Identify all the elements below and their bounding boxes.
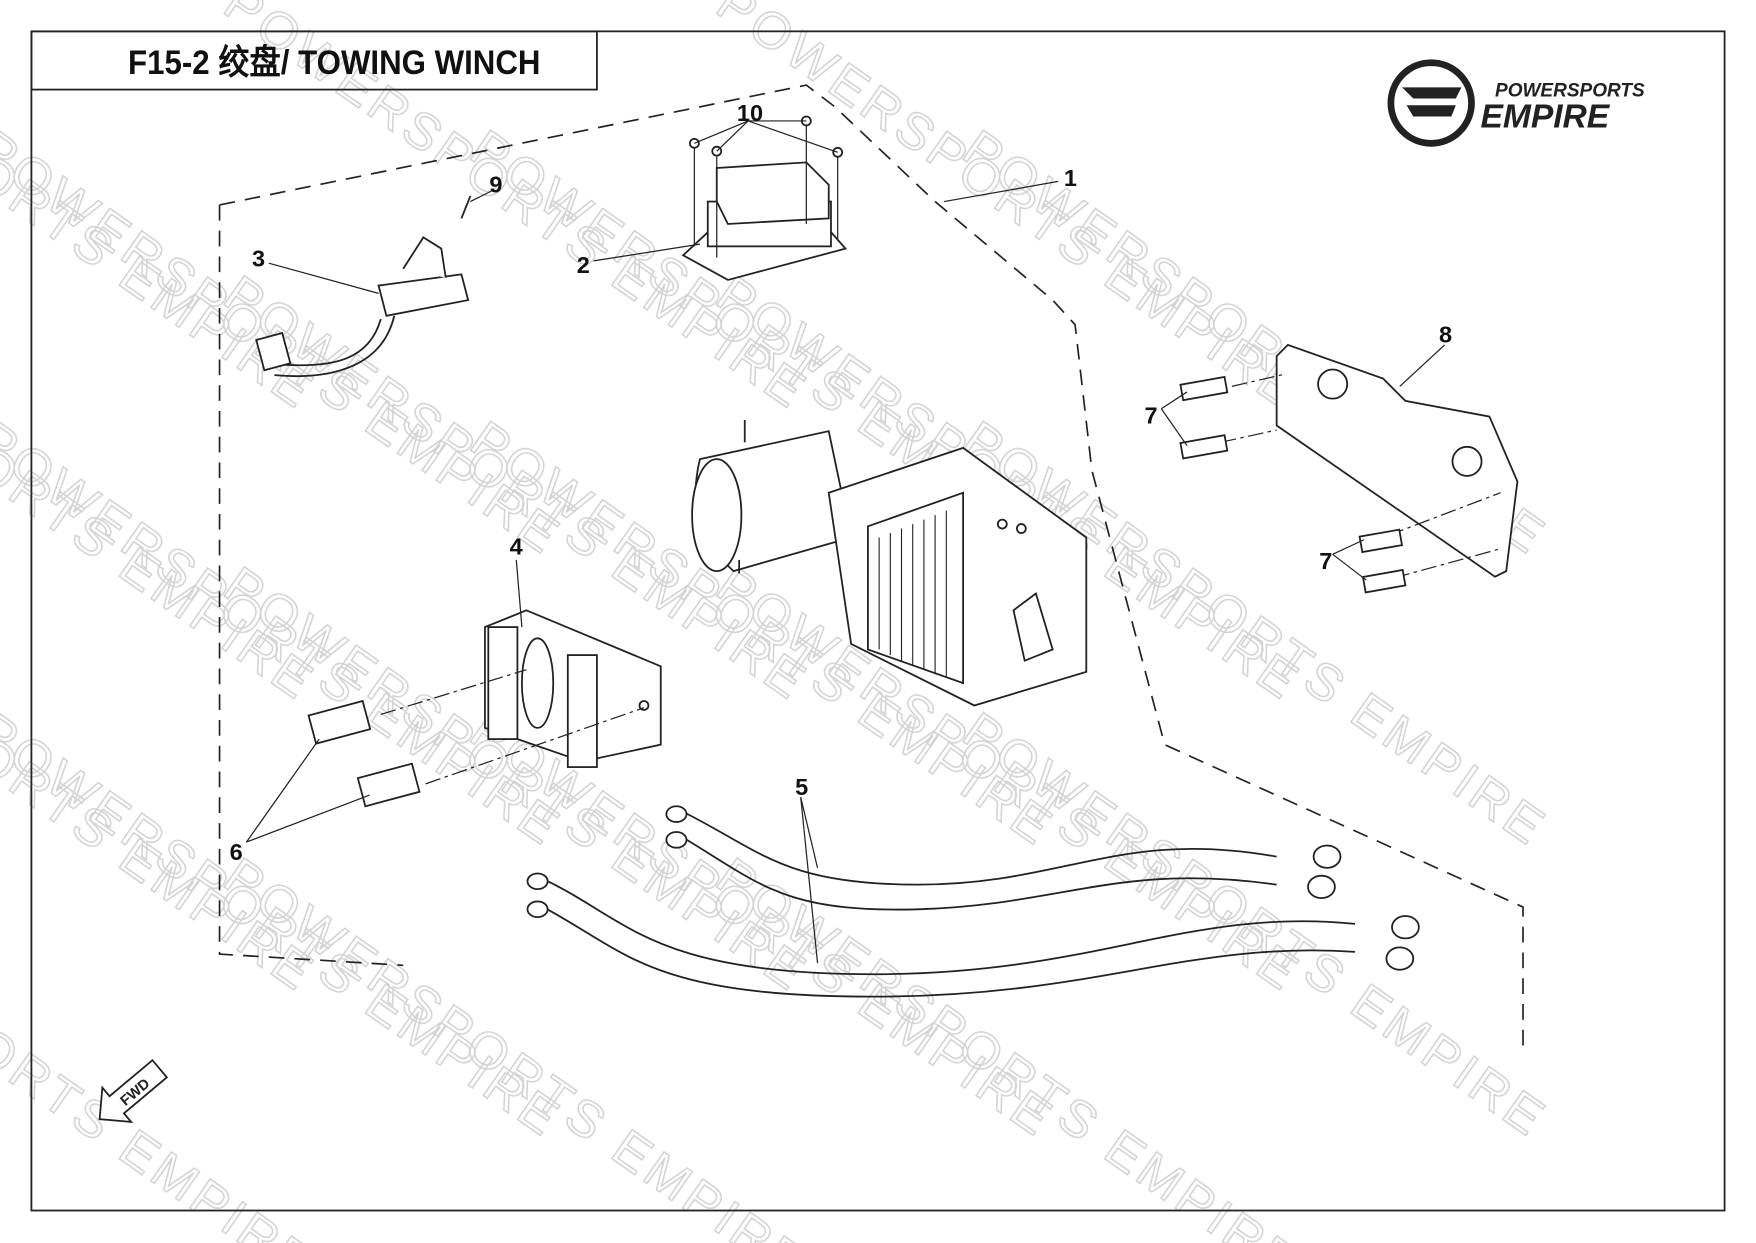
callout-1: 1 xyxy=(1064,165,1077,191)
callout-8: 8 xyxy=(1439,322,1452,348)
part-control-box xyxy=(681,115,848,281)
callout-4: 4 xyxy=(510,533,523,559)
callout-5: 5 xyxy=(795,774,808,800)
part-cables xyxy=(526,805,1420,998)
brand-logo: POWERSPORTS EMPIRE xyxy=(1387,59,1645,147)
callout-6: 6 xyxy=(230,839,243,865)
callout-10: 10 xyxy=(737,100,763,126)
callout-9: 9 xyxy=(489,172,502,198)
kit-boundary xyxy=(218,84,1524,1055)
logo-line2: EMPIRE xyxy=(1480,99,1610,136)
callout-7a: 7 xyxy=(1145,402,1158,428)
callout-7b: 7 xyxy=(1319,548,1332,574)
callout-2: 2 xyxy=(577,252,590,278)
part-switch xyxy=(255,195,472,377)
title-box xyxy=(30,30,598,91)
leader-lines xyxy=(245,120,1446,964)
logo-line1: POWERSPORTS xyxy=(1495,80,1645,101)
page-title: F15-2 绞盘/ TOWING WINCH xyxy=(128,42,540,81)
callout-3: 3 xyxy=(252,246,265,272)
part-winch xyxy=(691,419,1088,707)
drawing-frame xyxy=(30,30,1726,1212)
part-roller-fairlead xyxy=(307,609,662,808)
part-mounting-plate xyxy=(1179,343,1519,594)
